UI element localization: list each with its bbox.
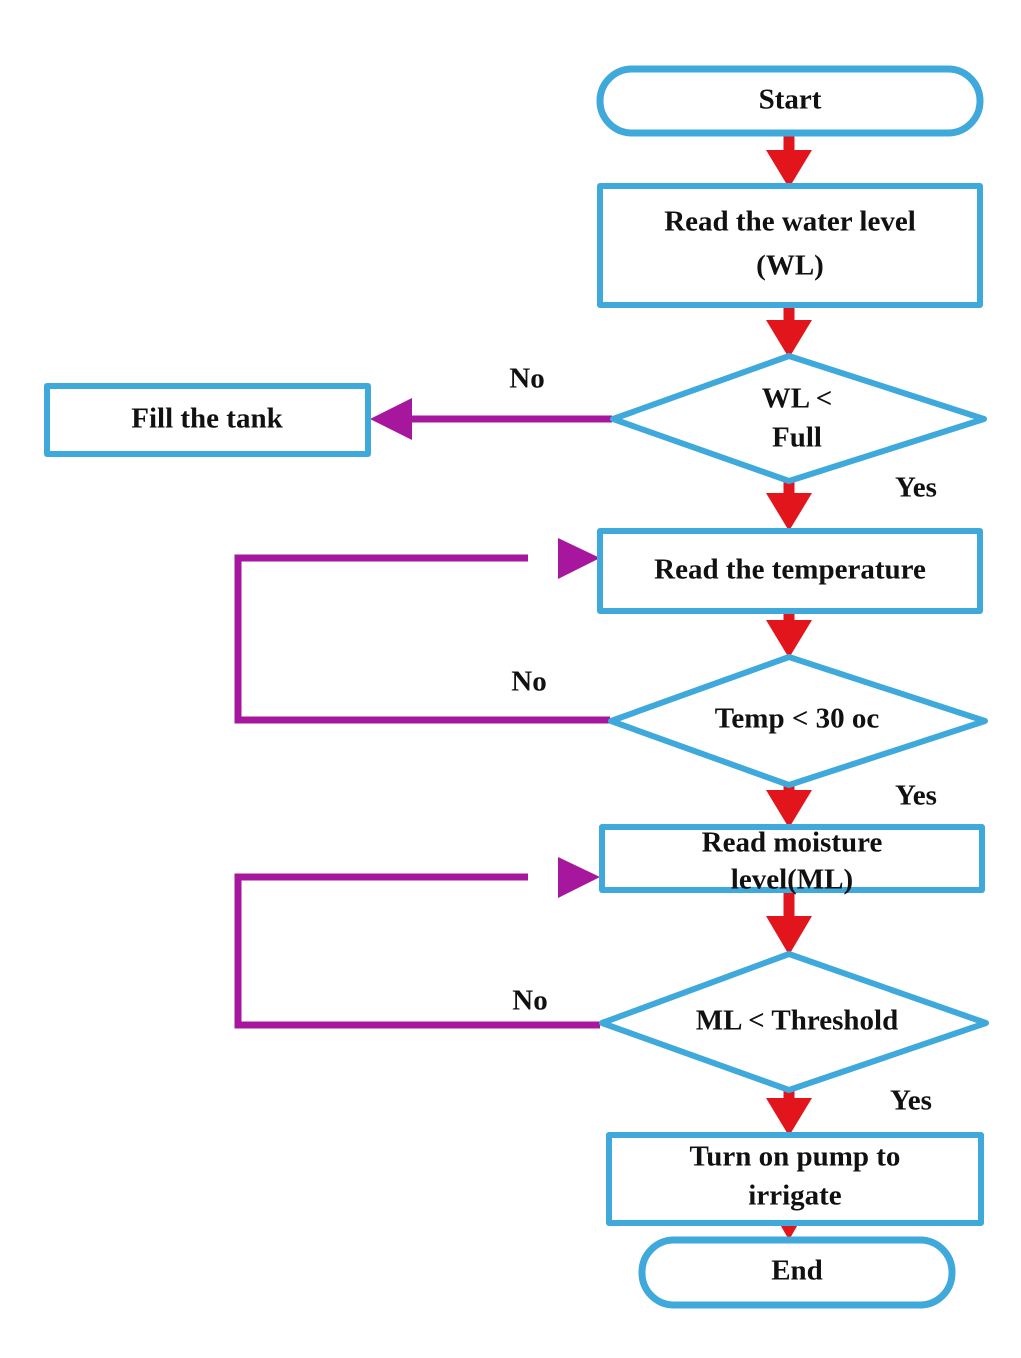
edge-wl-yes-to-read-temp [766,482,812,531]
edge-label-ml-yes: Yes [890,1085,932,1117]
node-wl-check[interactable]: WL < Full [610,353,987,484]
node-temp-check[interactable]: Temp < 30 oc [608,654,988,788]
node-end-label: End [771,1255,823,1287]
node-turn-on-pump-label-line2: irrigate [748,1180,842,1212]
edge-label-wl-yes: Yes [895,472,937,504]
edge-label-temp-yes: Yes [895,780,937,812]
edge-read-ml-to-ml-check [766,890,812,955]
node-start[interactable]: Start [596,65,984,137]
node-turn-on-pump-label-line1: Turn on pump to [690,1141,901,1173]
node-read-temperature-label: Read the temperature [654,554,926,586]
node-read-temperature[interactable]: Read the temperature [597,528,983,614]
node-temp-check-label: Temp < 30 oc [715,703,880,735]
edge-temp-yes-to-read-ml [766,786,812,828]
edge-ml-no-feedback-loop [234,857,600,1029]
node-start-label: Start [759,84,822,116]
edge-wl-no-to-fill-tank [370,398,612,440]
edge-temp-no-feedback-loop [234,538,610,724]
node-read-water-level[interactable]: Read the water level (WL) [597,183,983,308]
node-fill-tank[interactable]: Fill the tank [44,383,371,457]
edge-read-wl-to-wl-check [766,305,812,358]
node-read-moisture-level-label-line1: Read moisture [702,827,883,859]
node-read-moisture-level-label-line2: level(ML) [731,864,853,896]
node-ml-check-label: ML < Threshold [696,1005,898,1037]
node-fill-tank-label: Fill the tank [131,403,283,435]
edge-start-to-read-wl [766,133,812,188]
edge-label-wl-no: No [509,363,544,395]
node-read-water-level-label-line1: Read the water level [664,206,916,238]
node-read-water-level-label-line2: (WL) [756,250,824,282]
node-wl-check-label-line1: WL < [762,383,833,415]
node-wl-check-label-line2: Full [772,422,822,454]
edge-label-temp-no: No [511,666,546,698]
edge-ml-yes-to-turn-on-pump [766,1090,812,1136]
edge-read-temp-to-temp-check [766,612,812,658]
edge-label-ml-no: No [512,985,547,1017]
node-read-moisture-level[interactable]: Read moisture level(ML) [599,824,985,896]
node-ml-check[interactable]: ML < Threshold [599,951,989,1093]
node-end[interactable]: End [638,1236,956,1309]
node-turn-on-pump[interactable]: Turn on pump to irrigate [606,1132,984,1226]
